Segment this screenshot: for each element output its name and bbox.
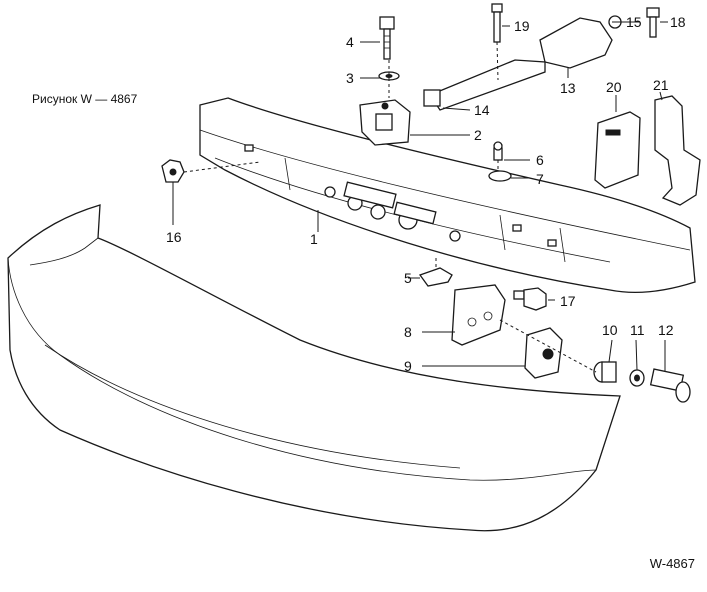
shock-absorber xyxy=(423,15,622,111)
callout-21: 21 xyxy=(653,77,669,93)
callout-7: 7 xyxy=(536,171,544,187)
side-bracket-21 xyxy=(654,95,701,206)
bolt-4 xyxy=(379,16,395,60)
washer-11 xyxy=(629,369,645,387)
callout-10: 10 xyxy=(602,322,618,338)
bumper-beam xyxy=(199,97,696,294)
clip-6 xyxy=(493,141,503,161)
callout-labels: 1 2 3 4 5 6 7 8 9 10 11 12 13 14 15 16 1… xyxy=(166,14,686,374)
bracket-plate-8 xyxy=(451,284,506,346)
callout-17: 17 xyxy=(560,293,576,309)
callout-9: 9 xyxy=(404,358,412,374)
callout-18: 18 xyxy=(670,14,686,30)
bolt-18 xyxy=(646,7,660,38)
callout-4: 4 xyxy=(346,34,354,50)
callout-20: 20 xyxy=(606,79,622,95)
callout-3: 3 xyxy=(346,70,354,86)
mounting-bracket xyxy=(359,99,411,146)
callout-12: 12 xyxy=(658,322,674,338)
side-bracket-20 xyxy=(594,111,641,189)
callout-5: 5 xyxy=(404,270,412,286)
callout-11: 11 xyxy=(630,322,645,338)
callout-14: 14 xyxy=(474,102,490,118)
clip-5 xyxy=(418,267,453,287)
nut-16 xyxy=(161,159,185,183)
callout-19: 19 xyxy=(514,18,530,34)
callout-13: 13 xyxy=(560,80,576,96)
callout-16: 16 xyxy=(166,229,182,245)
bolt-17 xyxy=(513,287,547,311)
callout-1: 1 xyxy=(310,231,318,247)
bolt-19 xyxy=(491,3,503,43)
callout-6: 6 xyxy=(536,152,544,168)
callout-15: 15 xyxy=(626,14,642,30)
bumper-cover xyxy=(7,204,621,532)
leader-lines xyxy=(172,21,668,373)
callout-8: 8 xyxy=(404,324,412,340)
spacer-10 xyxy=(593,361,617,383)
bolt-12 xyxy=(649,368,691,403)
nut-plate-9 xyxy=(524,327,563,379)
figure-caption: Рисунок W — 4867 xyxy=(32,92,138,106)
callout-2: 2 xyxy=(474,127,482,143)
figure-code: W-4867 xyxy=(649,556,695,571)
washer-7 xyxy=(488,170,512,182)
